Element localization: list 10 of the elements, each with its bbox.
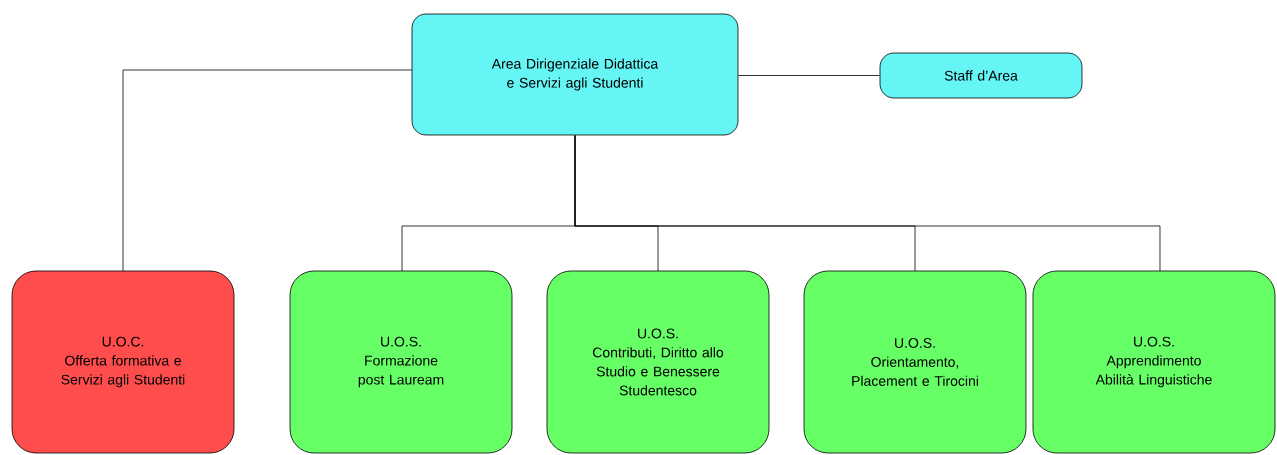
connector-line	[738, 75, 880, 76]
unit-box: U.O.S. Contributi, Diritto allo Studio e Benessere Studentesco	[546, 270, 770, 454]
unit-box: Area Dirigenziale Didattica e Servizi agli Studenti	[411, 13, 739, 136]
unit-box: U.O.C. Offerta formativa e Servizi agli Studenti	[11, 270, 235, 454]
unit-box: U.O.S. Formazione post Lauream	[289, 270, 513, 454]
unit-box: U.O.S. Orientamento, Placement e Tirocini	[803, 270, 1027, 454]
connector-line	[574, 135, 1161, 272]
unit-box: U.O.S. Apprendimento Abilità Linguistiche	[1032, 270, 1276, 454]
connector-line	[122, 69, 413, 272]
unit-box: Staff d’Area	[879, 52, 1083, 99]
